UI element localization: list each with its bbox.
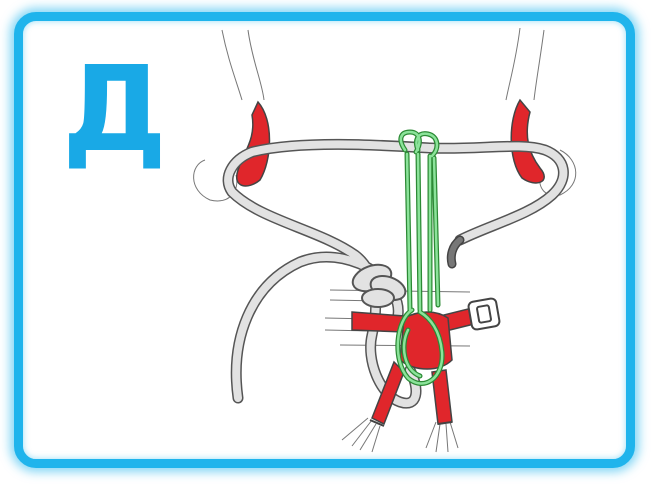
frayed-ends [342, 418, 458, 452]
harness-buckle [468, 298, 500, 330]
